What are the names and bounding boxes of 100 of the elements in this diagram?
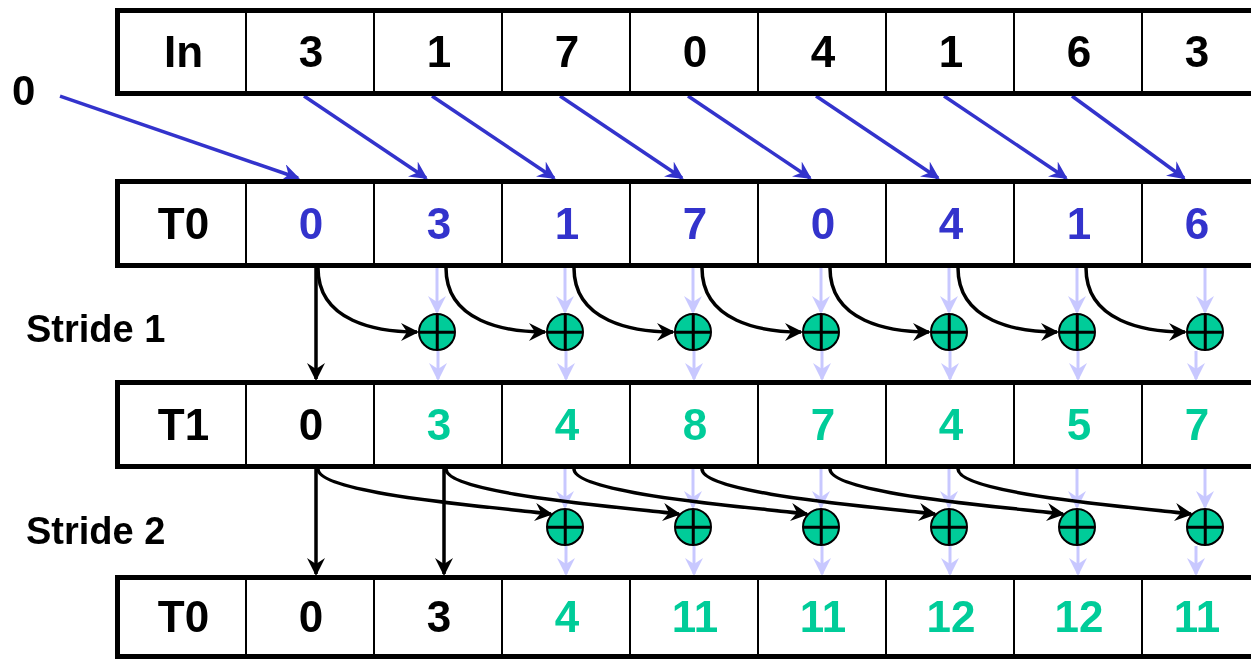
table-cell (1141, 575, 1251, 659)
table-cell (757, 8, 887, 96)
arrow (1070, 94, 1186, 180)
arrow (444, 468, 681, 522)
adder-circle (930, 313, 968, 351)
table-cell (885, 179, 1015, 268)
arrow (956, 267, 1059, 341)
cell-value: 4 (938, 402, 964, 447)
arrow (1068, 268, 1086, 314)
table-cell (1013, 575, 1143, 659)
table-cell (757, 380, 887, 469)
arrow (956, 468, 1193, 522)
cell-value: 0 (298, 201, 324, 246)
arrow (556, 469, 574, 509)
cell-value: 11 (1173, 595, 1221, 639)
cell-value: 3 (426, 201, 452, 246)
arrow (812, 469, 830, 509)
table-cell (501, 575, 631, 659)
cell-value: 7 (810, 402, 836, 447)
cell-value: 3 (426, 402, 452, 447)
arrow (685, 546, 703, 576)
arrow (557, 546, 575, 576)
row-header-cell (115, 380, 247, 469)
cell-value: 4 (938, 201, 964, 246)
arrow (700, 468, 937, 522)
cell-value: T0 (157, 595, 210, 639)
adder-circle (930, 508, 968, 546)
arrow (941, 351, 959, 381)
table-cell (245, 380, 375, 469)
cell-value: 1 (1066, 201, 1092, 246)
cell-value: 4 (810, 30, 836, 74)
cell-value: 12 (926, 595, 976, 639)
table-cell (501, 179, 631, 268)
cell-value: 1 (426, 30, 452, 74)
cell-value: 8 (682, 402, 708, 447)
table-cell (1013, 8, 1143, 96)
arrow (813, 546, 831, 576)
cell-value: 5 (1066, 402, 1092, 447)
table-cell (757, 575, 887, 659)
table-cell (757, 179, 887, 268)
arrow (828, 267, 931, 341)
table-cell (501, 380, 631, 469)
arrow (316, 267, 419, 341)
adder-circle (546, 508, 584, 546)
arrow (700, 267, 803, 341)
table-cell (885, 380, 1015, 469)
arrow (813, 351, 831, 381)
table-cell (629, 179, 759, 268)
table-cell (373, 380, 503, 469)
arrow (685, 351, 703, 381)
cell-value: 7 (1184, 402, 1210, 447)
adder-circle (674, 508, 712, 546)
cell-value: 3 (298, 30, 324, 74)
arrow (316, 468, 553, 522)
arrow (684, 268, 702, 314)
cell-value: 12 (1054, 595, 1104, 639)
arrow (684, 469, 702, 509)
arrow (572, 468, 809, 522)
adder-circle (418, 313, 456, 351)
arrow (812, 268, 830, 314)
cell-value: 4 (554, 595, 580, 639)
arrow (687, 94, 812, 180)
table-cell (885, 575, 1015, 659)
cell-value: 3 (426, 595, 452, 639)
adder-circle (1058, 313, 1096, 351)
cell-value: 6 (1184, 201, 1210, 246)
arrow (1196, 469, 1214, 509)
table-cell (1141, 179, 1251, 268)
adder-circle (1186, 313, 1224, 351)
stride-label: Stride 2 (26, 512, 166, 550)
arrow (307, 469, 325, 576)
cell-value: 6 (1066, 30, 1092, 74)
table-cell (1013, 179, 1143, 268)
table-cell (885, 8, 1015, 96)
adder-circle (1186, 508, 1224, 546)
arrow (828, 468, 1065, 522)
arrow (940, 268, 958, 314)
row-header-cell (115, 8, 247, 96)
arrow (557, 351, 575, 381)
arrow (1187, 351, 1205, 381)
arrow (1196, 268, 1214, 314)
table-cell (629, 8, 759, 96)
arrow (559, 94, 684, 180)
adder-circle (802, 508, 840, 546)
arrow (940, 469, 958, 509)
table-cell (373, 8, 503, 96)
table-cell (373, 575, 503, 659)
table-cell (1141, 380, 1251, 469)
cell-value: 1 (938, 30, 964, 74)
adder-circle (546, 313, 584, 351)
cell-value: 11 (799, 595, 847, 639)
arrow (572, 267, 675, 341)
table-cell (373, 179, 503, 268)
table-cell (501, 8, 631, 96)
table-cell (245, 575, 375, 659)
arrow (815, 94, 940, 180)
table-cell (1141, 8, 1251, 96)
cell-value: 0 (682, 30, 708, 74)
table-cell (629, 575, 759, 659)
arrow (941, 546, 959, 576)
